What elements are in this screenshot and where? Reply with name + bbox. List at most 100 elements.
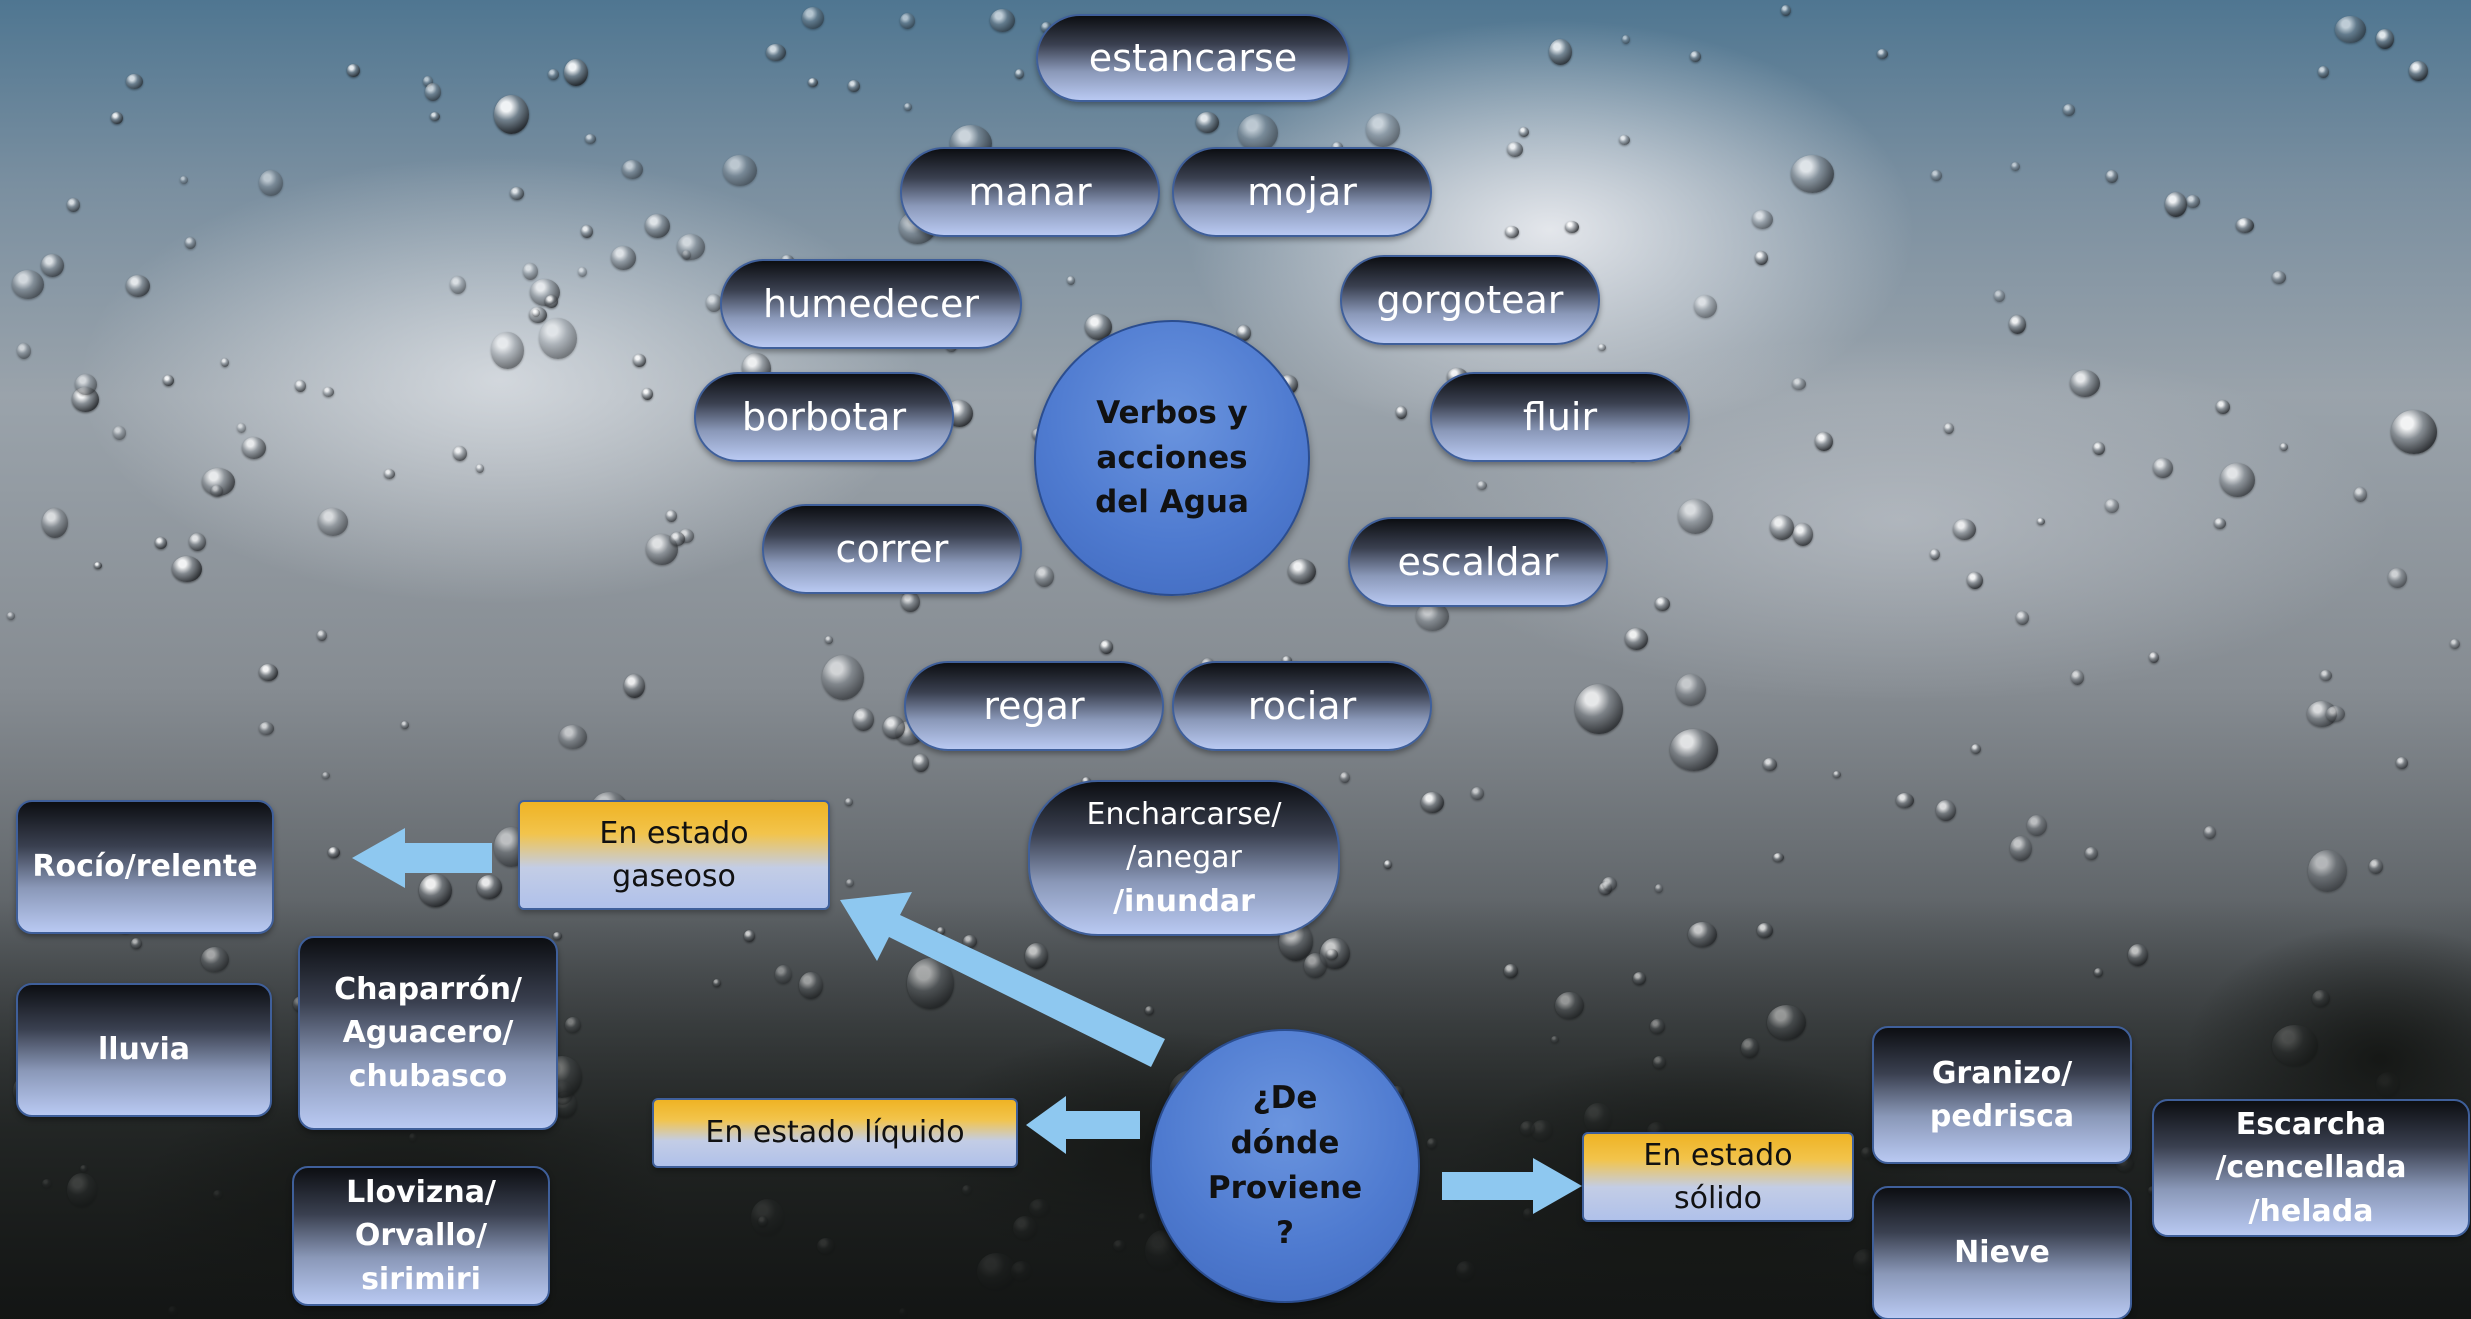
encharcarse-line-2: /anegar — [1126, 840, 1242, 876]
verb-humedecer: humedecer — [720, 259, 1022, 349]
raindrop — [347, 64, 360, 77]
raindrop — [295, 380, 306, 392]
raindrop — [1519, 127, 1529, 137]
solid-item-escarcha: Escarcha /cencellada /helada — [2152, 1099, 2470, 1237]
raindrop — [1100, 640, 1113, 654]
raindrop — [172, 556, 202, 582]
raindrop — [585, 134, 596, 144]
raindrop — [825, 636, 833, 644]
raindrop — [642, 388, 653, 400]
raindrop — [1755, 251, 1768, 265]
raindrop — [1967, 572, 1983, 589]
raindrop — [1936, 800, 1956, 821]
raindrop — [155, 537, 167, 549]
raindrop — [1237, 325, 1251, 341]
liquid-item-lluvia: lluvia — [16, 983, 272, 1117]
raindrop — [1288, 559, 1316, 584]
raindrop — [564, 59, 588, 86]
raindrop — [41, 254, 64, 277]
raindrop — [723, 155, 757, 186]
state-gaseoso: En estado gaseoso — [518, 800, 830, 910]
raindrop — [318, 508, 348, 536]
raindrop — [1944, 423, 1954, 434]
verb-borbotar: borbotar — [694, 372, 954, 462]
raindrop — [845, 798, 853, 806]
raindrop — [259, 664, 278, 681]
raindrop — [2149, 652, 2159, 663]
raindrop — [477, 875, 502, 899]
raindrop — [1953, 519, 1976, 540]
raindrop — [2085, 847, 2098, 860]
raindrop — [1505, 226, 1519, 238]
raindrop — [259, 722, 274, 735]
center-verbs-node: Verbos y acciones del Agua — [1034, 320, 1310, 596]
raindrop — [706, 294, 722, 312]
raindrop — [1396, 406, 1407, 419]
raindrop — [1815, 432, 1833, 451]
verb-regar: regar — [904, 661, 1164, 751]
arrow-to-solido — [1442, 1158, 1582, 1214]
raindrop — [1471, 787, 1484, 800]
encharcarse-line-3: /inundar — [1113, 883, 1255, 919]
raindrop — [510, 187, 524, 200]
raindrop — [622, 160, 643, 179]
raindrop — [2335, 16, 2366, 43]
raindrop — [2280, 443, 2288, 451]
liquid-item-llovizna: Llovizna/ Orvallo/ sirimiri — [292, 1166, 550, 1306]
raindrop — [2106, 170, 2118, 183]
raindrop — [7, 612, 15, 620]
raindrop — [75, 374, 97, 395]
raindrop — [185, 237, 196, 249]
raindrop — [1035, 566, 1054, 587]
raindrop — [2272, 271, 2286, 284]
raindrop — [1690, 51, 1701, 62]
raindrop — [1196, 112, 1219, 133]
raindrop — [913, 754, 929, 772]
raindrop — [453, 446, 467, 461]
state-solido: En estado sólido — [1582, 1132, 1854, 1222]
raindrop — [1655, 597, 1670, 611]
raindrop — [1773, 853, 1784, 862]
raindrop — [430, 112, 440, 121]
raindrop — [67, 198, 80, 212]
raindrop — [2186, 195, 2200, 208]
raindrop — [548, 69, 559, 80]
raindrop — [1421, 792, 1444, 813]
raindrop — [1994, 290, 2005, 302]
raindrop — [17, 343, 31, 359]
raindrop — [822, 655, 864, 700]
raindrop — [189, 533, 206, 551]
raindrop — [545, 295, 558, 308]
raindrop — [1877, 49, 1888, 59]
raindrop — [645, 214, 670, 238]
raindrop — [1781, 5, 1791, 16]
raindrop — [1655, 884, 1663, 893]
raindrop — [259, 170, 283, 196]
raindrop — [900, 13, 915, 29]
raindrop — [94, 562, 102, 569]
raindrop — [1625, 628, 1648, 650]
raindrop — [1602, 877, 1617, 891]
raindrop — [666, 510, 677, 522]
raindrop — [317, 630, 327, 641]
raindrop — [853, 708, 874, 731]
raindrop — [581, 225, 593, 238]
raindrop — [1833, 771, 1841, 778]
raindrop — [990, 9, 1015, 32]
raindrop — [1930, 549, 1940, 560]
raindrop — [323, 387, 334, 397]
verb-rociar: rociar — [1172, 661, 1432, 751]
raindrop — [559, 725, 587, 749]
raindrop — [539, 318, 577, 359]
raindrop — [2093, 442, 2105, 455]
raindrop — [2391, 410, 2437, 454]
verb-escaldar: escaldar — [1348, 517, 1608, 607]
raindrop — [2011, 162, 2020, 171]
raindrop — [2236, 218, 2254, 233]
raindrop — [1282, 656, 1292, 665]
verb-encharcarse: Encharcarse/ /anegar /inundar — [1028, 780, 1340, 936]
raindrop — [883, 716, 905, 739]
raindrop — [1896, 793, 1914, 808]
raindrop — [1752, 210, 1773, 229]
